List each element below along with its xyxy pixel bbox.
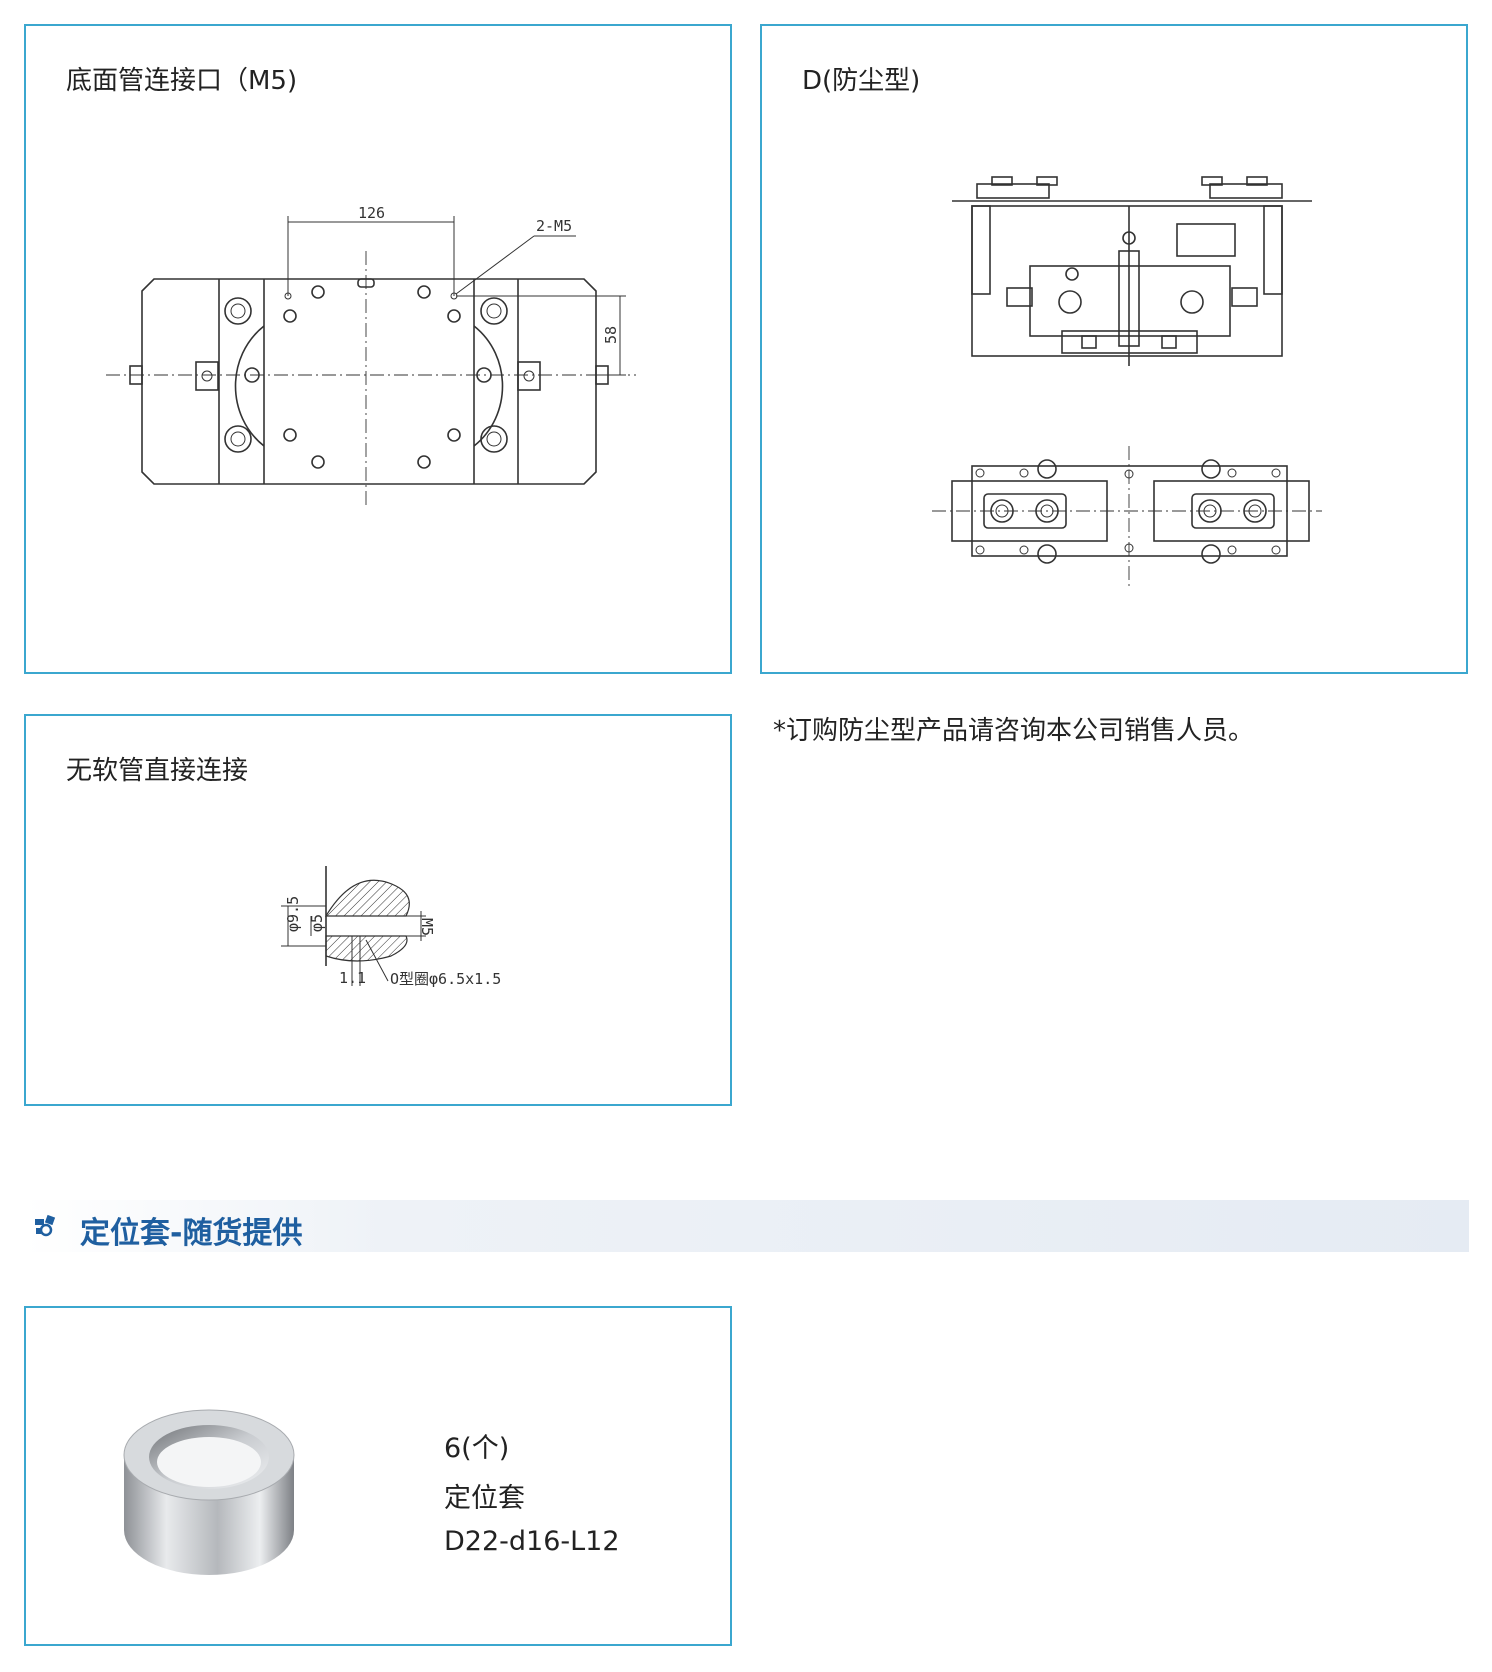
panel-bottom-port: 底面管连接口（M5) <box>24 24 732 674</box>
dim-1-1: 1.1 <box>339 969 366 987</box>
gear-icon <box>35 1214 56 1237</box>
order-note: *订购防尘型产品请咨询本公司销售人员。 <box>773 716 1255 746</box>
dim-m5: M5 <box>418 918 436 936</box>
product-quantity: 6(个) <box>444 1433 510 1464</box>
panel-title: 无软管直接连接 <box>66 756 249 786</box>
product-name: 定位套 <box>444 1483 525 1514</box>
bottom-port-drawing: 126 2-M5 58 <box>106 204 636 506</box>
dim-126: 126 <box>358 204 385 222</box>
label-2-m5: 2-M5 <box>536 217 572 235</box>
panel-product: 6(个) 定位套 D22-d16-L12 <box>24 1306 732 1646</box>
dim-phi-9-5: φ9.5 <box>284 896 302 932</box>
dim-phi-5: φ5 <box>308 914 326 932</box>
panel-direct-connect: 无软管直接连接 φ9.5 φ5 M5 1.1 O型圈φ6.5x1.5 <box>24 714 732 1106</box>
panel-title: 底面管连接口（M5) <box>66 66 298 96</box>
panel-dustproof: D(防尘型) <box>760 24 1468 674</box>
section-header: 定位套-随货提供 <box>24 1200 1469 1252</box>
product-model: D22-d16-L12 <box>444 1526 620 1557</box>
dustproof-drawing <box>932 176 1322 586</box>
panel-title: D(防尘型) <box>802 66 921 96</box>
section-title: 定位套-随货提供 <box>80 1216 303 1251</box>
dim-58: 58 <box>602 326 620 344</box>
bushing-image <box>123 1409 295 1575</box>
direct-connect-drawing: φ9.5 φ5 M5 1.1 O型圈φ6.5x1.5 <box>281 866 501 988</box>
oring-label: O型圈φ6.5x1.5 <box>390 970 501 988</box>
